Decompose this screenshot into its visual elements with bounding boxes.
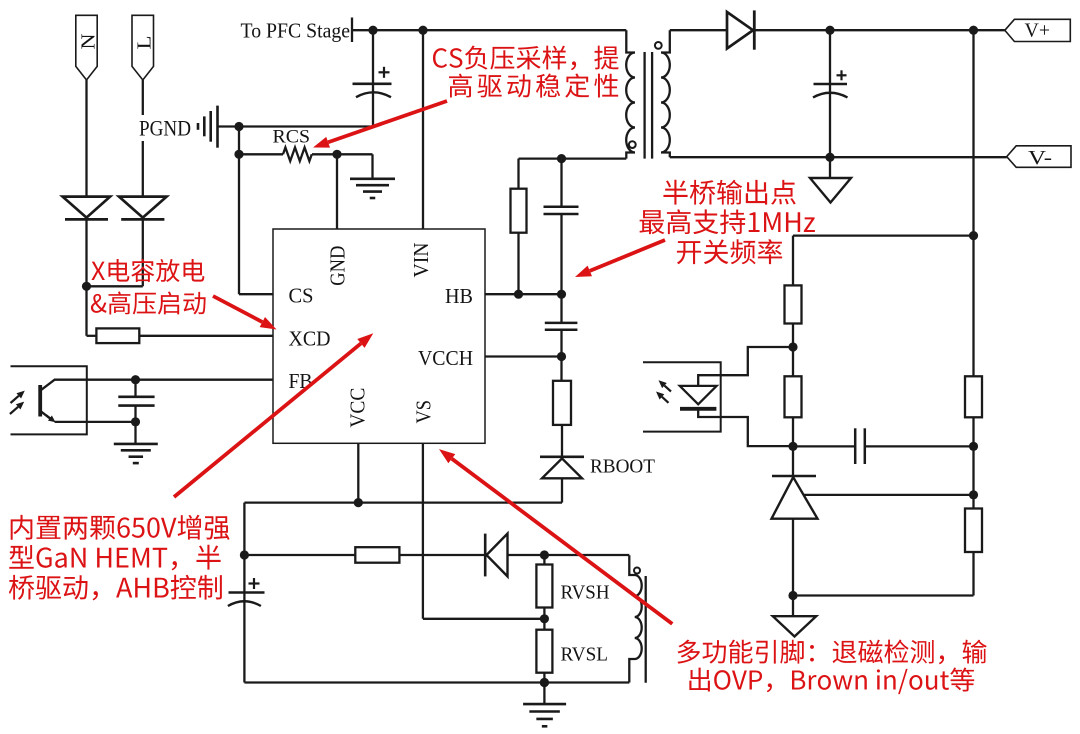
svg-text:PGND: PGND <box>139 116 191 141</box>
svg-text:VCCH: VCCH <box>418 346 473 370</box>
svg-text:RBOOT: RBOOT <box>590 457 655 478</box>
svg-text:HB: HB <box>445 284 473 308</box>
svg-text:RCS: RCS <box>273 127 311 148</box>
svg-text:CS: CS <box>289 284 314 308</box>
svg-text:VIN: VIN <box>409 243 433 278</box>
svg-text:XCD: XCD <box>289 327 331 351</box>
svg-text:L: L <box>133 36 155 50</box>
svg-text:GND: GND <box>325 246 349 286</box>
svg-text:RVSL: RVSL <box>561 645 609 666</box>
svg-text:N: N <box>77 34 99 50</box>
svg-text:V+: V+ <box>1025 20 1051 42</box>
svg-text:FB: FB <box>289 369 313 393</box>
svg-text:VCC: VCC <box>346 388 370 428</box>
svg-text:V-: V- <box>1028 147 1052 169</box>
svg-text:RVSH: RVSH <box>561 583 610 604</box>
svg-text:VS: VS <box>411 400 435 424</box>
svg-text:To PFC Stage: To PFC Stage <box>241 19 351 43</box>
